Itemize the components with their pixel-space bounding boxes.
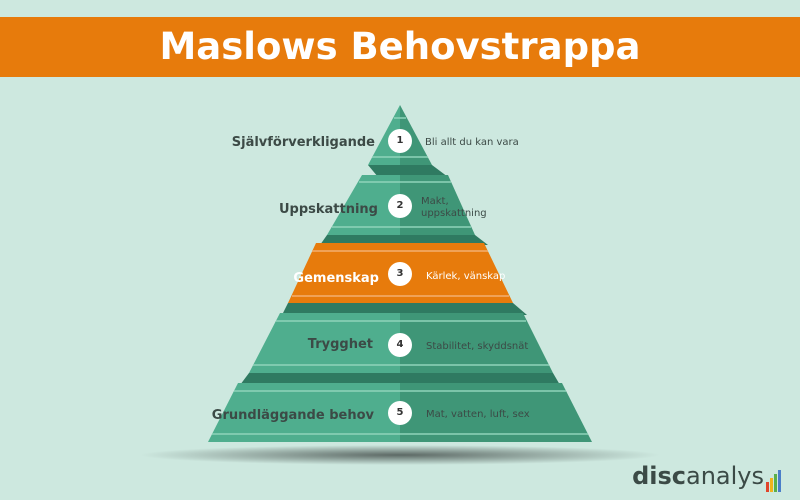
level-1-description: Bli allt du kan vara: [425, 137, 519, 148]
level-3-label: Gemenskap: [293, 271, 379, 286]
level-5-description: Mat, vatten, luft, sex: [426, 409, 530, 420]
level-2-number: 2: [391, 197, 409, 215]
tier-2: [327, 175, 475, 235]
level-3-number: 3: [391, 265, 409, 283]
level-1-number: 1: [391, 132, 409, 150]
level-1-label: Självförverkligande: [231, 135, 375, 150]
level-5-label: Grundläggande behov: [211, 408, 374, 423]
level-4-number: 4: [391, 336, 409, 354]
logo-regular: analys: [686, 462, 764, 490]
page-title: Maslows Behovstrappa: [0, 17, 800, 77]
level-2-description: Makt, uppskattning: [421, 196, 487, 219]
level-2-label: Uppskattning: [278, 202, 378, 217]
logo-bold: disc: [632, 462, 686, 490]
tier-1: [368, 105, 432, 165]
level-4-label: Trygghet: [307, 337, 373, 352]
level-5-number: 5: [391, 404, 409, 422]
discanalys-logo: discanalys: [632, 462, 782, 492]
bar-chart-icon: [766, 464, 782, 492]
tier-5: [208, 383, 592, 442]
level-4-description: Stabilitet, skyddsnät: [426, 341, 529, 352]
tier-4: [249, 313, 553, 373]
level-3-description: Kärlek, vänskap: [426, 271, 506, 282]
pyramid-shadow: [140, 445, 660, 465]
